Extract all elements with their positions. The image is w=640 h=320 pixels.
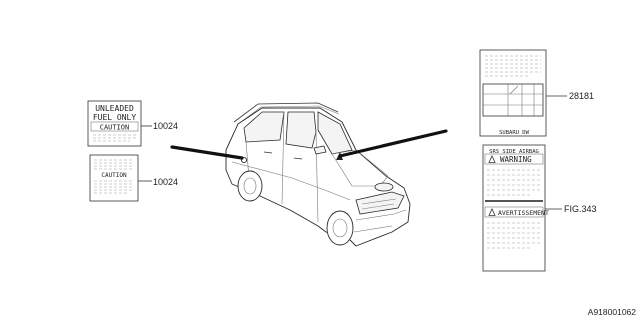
vin-label-border — [479, 49, 547, 137]
vin-label-part-number: 28181 — [569, 91, 594, 101]
fuel-label-caution-box — [90, 121, 139, 132]
fuel-label-line2: FUEL ONLY — [93, 113, 137, 122]
vehicle-illustration — [225, 102, 411, 247]
avertissement-triangle-icon — [488, 208, 496, 216]
caution-label-title: CAUTION — [101, 172, 127, 179]
fuel-label-line1: UNLEADED — [95, 104, 134, 113]
caution-label-part-number: 10024 — [153, 177, 178, 187]
airbag-label-figure: FIG.343 — [564, 204, 597, 214]
vin-label-footer: SUBARU DW — [499, 130, 529, 136]
airbag-warning-box — [484, 153, 544, 165]
vin-label[interactable]: SUBARU DW — [479, 49, 547, 137]
caution-label-border — [89, 154, 139, 202]
caution-label[interactable]: CAUTION — [89, 154, 139, 202]
fuel-label[interactable]: UNLEADED FUEL ONLY CAUTION — [87, 100, 142, 147]
airbag-label-header: SRS SIDE AIRBAG — [489, 149, 539, 155]
airbag-label-warning: WARNING — [500, 155, 532, 164]
diagram-id: A918001062 — [588, 307, 636, 317]
fuel-label-line3: CAUTION — [100, 124, 130, 132]
airbag-avertissement-box — [484, 206, 544, 218]
airbag-label-border — [482, 144, 546, 272]
fuel-pointer-line — [170, 145, 244, 160]
vin-label-table — [482, 83, 544, 117]
fuel-label-part-number: 10024 — [153, 121, 178, 131]
label-pointer-line — [338, 129, 448, 158]
fuel-label-border — [87, 100, 142, 147]
airbag-label-avertissement: AVERTISSEMENT — [498, 209, 549, 217]
airbag-label[interactable]: SRS SIDE AIRBAG WARNING AVERTISSEMENT — [482, 144, 549, 272]
warning-triangle-icon — [488, 155, 496, 163]
